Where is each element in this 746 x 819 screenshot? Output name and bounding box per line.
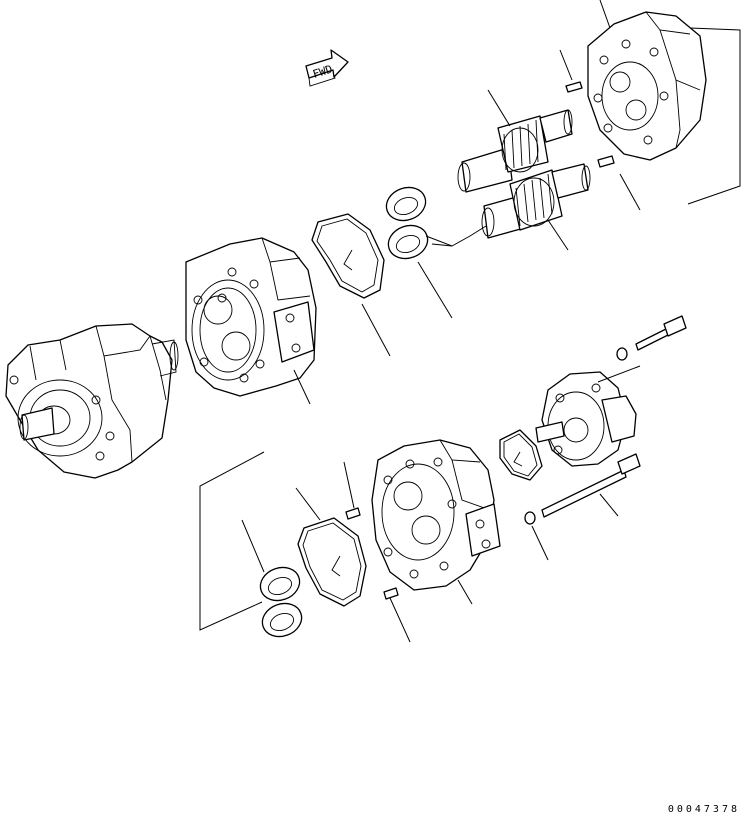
backup-ring-lower <box>259 566 303 638</box>
dowel-pin-lower-2 <box>383 587 399 600</box>
leader-lines <box>199 0 741 643</box>
dowel-pin-lower-1 <box>345 507 361 520</box>
pump-main-body <box>5 323 179 479</box>
gear-housing-rear <box>371 439 501 591</box>
bolt-upper <box>635 315 687 351</box>
backup-ring-upper <box>385 186 429 260</box>
washer-lower <box>524 511 536 525</box>
seal-gasket-small <box>499 429 543 481</box>
gear-housing-front <box>185 237 317 397</box>
dowel-pin-upper-1 <box>565 81 583 93</box>
bolt-lower <box>541 453 641 518</box>
washer-upper <box>616 347 628 361</box>
reference-number: 00047378 <box>667 804 740 815</box>
fwd-direction-arrow: FWD <box>305 49 349 87</box>
drive-gear-upper <box>457 109 573 193</box>
driven-gear-lower <box>481 163 591 239</box>
dowel-pin-upper-2 <box>597 155 615 168</box>
seal-gasket-upper <box>311 213 385 299</box>
seal-gasket-lower <box>297 517 367 607</box>
rear-housing-upper <box>587 11 707 161</box>
fwd-label: FWD <box>311 63 334 82</box>
end-cover-with-valve <box>535 371 637 467</box>
